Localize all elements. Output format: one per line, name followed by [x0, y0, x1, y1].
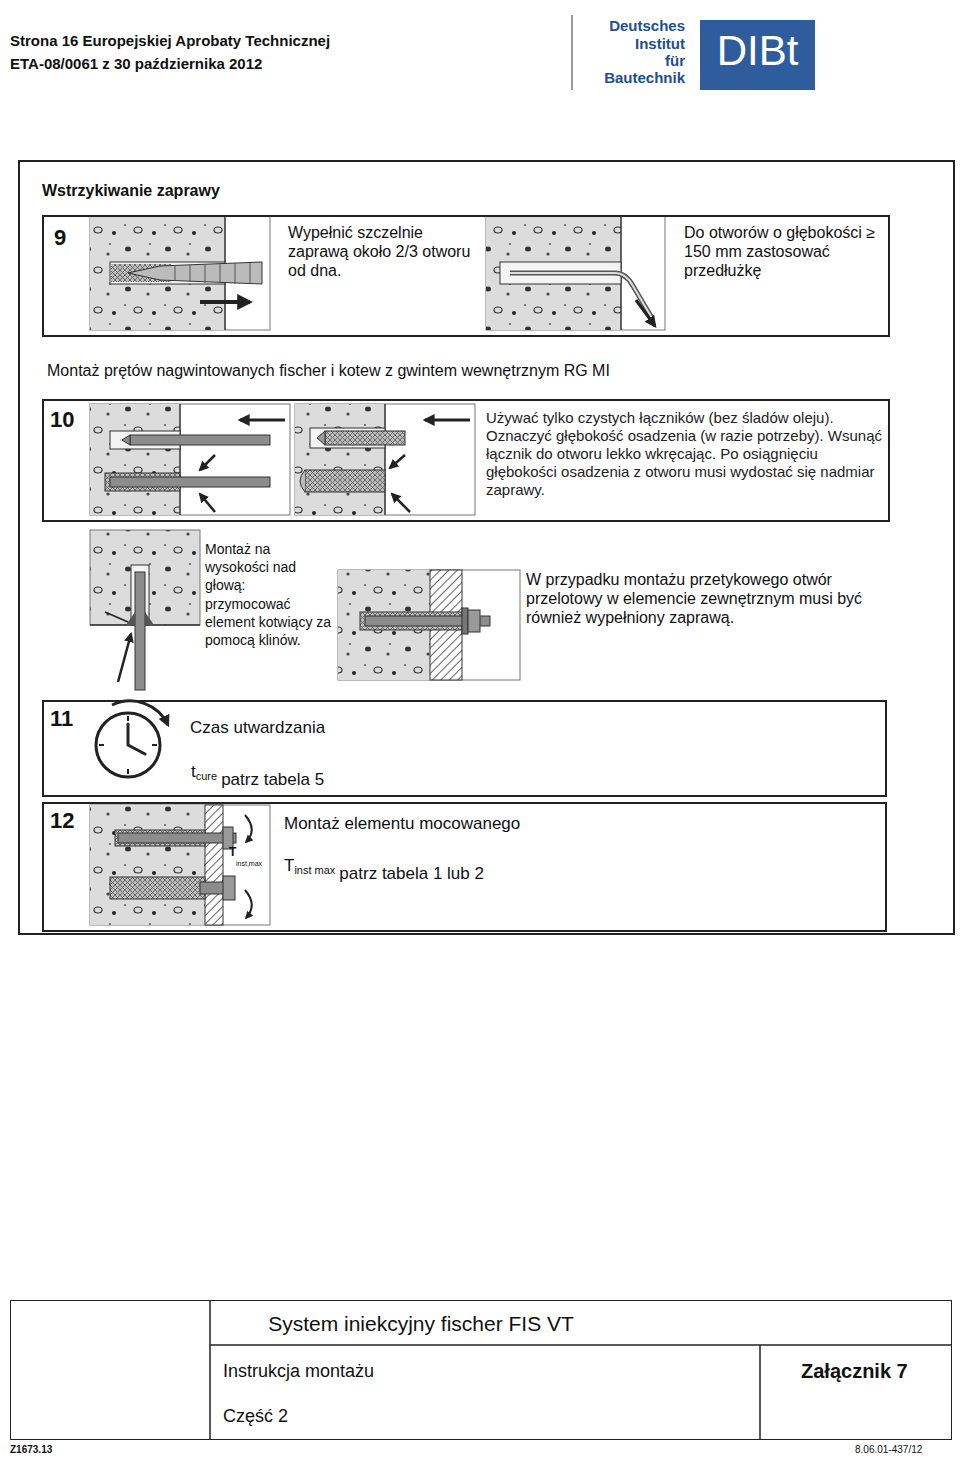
node-text: Załącznik 7: [801, 1359, 908, 1383]
step-number: 12: [50, 808, 74, 834]
document-code: Z1673.13: [10, 1444, 52, 1456]
logo-text: Institut: [545, 36, 685, 53]
page-header: Strona 16 Europejskiej Aprobaty Technicz…: [10, 32, 330, 50]
step-box: 12 Montaż elementu mocowanegoTinst max pat…: [42, 802, 887, 932]
step-box: 9 Wypełnić szczelnie zaprawą około 2/3 ot…: [42, 215, 890, 337]
step-number: 9: [54, 225, 66, 251]
document-code: 8.06.01-437/12: [855, 1444, 922, 1456]
node-text: Czas utwardzania: [190, 718, 325, 738]
node-text: Używać tylko czystych łączników (bez śla…: [486, 409, 884, 499]
step-number: 11: [50, 706, 73, 732]
node-text: Do otworów o głębokości ≥ 150 mm zastoso…: [684, 223, 884, 281]
node-text: cure: [196, 770, 217, 783]
node-text: patrz tabela 1 lub 2: [339, 864, 484, 884]
step-box: 10 Używać tylko czystych łączników (bez ś…: [42, 399, 890, 522]
step-number: 10: [50, 407, 74, 433]
logo-text: Deutsches: [545, 18, 685, 35]
node-text: Wstrzykiwanie zaprawy: [42, 181, 462, 200]
torque-symbol: T: [229, 846, 236, 858]
node-text: Część 2: [223, 1406, 288, 1428]
section-frame: Wstrzykiwanie zaprawyMontaż prętów nagwi…: [18, 160, 955, 935]
node-text: Montaż prętów nagwintowanych fischer i k…: [47, 361, 927, 380]
logo-text: für: [545, 53, 685, 70]
title-block: System iniekcyjny fischer FIS VT Instrukc…: [10, 1300, 952, 1440]
note-text: Montaż na wysokości nad głową: przymocow…: [205, 540, 333, 649]
node-text: Instrukcja montażu: [223, 1361, 374, 1383]
node-text: Wypełnić szczelnie zaprawą około 2/3 otw…: [288, 223, 478, 281]
node-text: Montaż elementu mocowanego: [284, 814, 520, 834]
logo-text: Bautechnik: [545, 70, 685, 87]
node-text: patrz tabela 5: [221, 770, 324, 790]
note-text: W przypadku montażu przetykowego otwór p…: [526, 570, 882, 628]
node-text: inst max: [294, 864, 335, 877]
torque-subscript: inst,max: [236, 860, 262, 867]
step-box: 11 Czas utwardzania tcure patrz tabela 5: [42, 700, 887, 797]
node-text: t: [191, 762, 196, 782]
node-text: System iniekcyjny fischer FIS VT: [211, 1311, 631, 1336]
page-header: ETA-08/0061 z 30 października 2012: [10, 55, 262, 73]
node-text: T: [284, 856, 294, 876]
logo-mark: DIBt: [700, 28, 815, 74]
